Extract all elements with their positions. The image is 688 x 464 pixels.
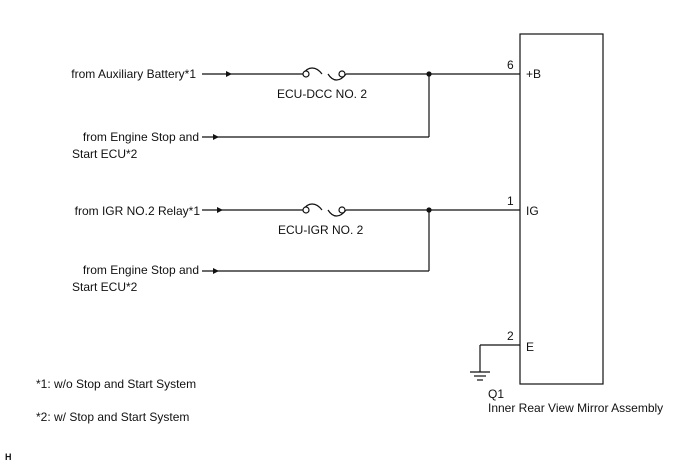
pin-name-e: E — [526, 340, 535, 354]
pin-number-2: 2 — [507, 329, 514, 343]
corner-mark: H — [5, 452, 12, 462]
arrow-icon — [213, 268, 219, 274]
arrow-icon — [217, 207, 223, 213]
note-2: *2: w/ Stop and Start System — [36, 410, 190, 424]
source-igr-relay: from IGR NO.2 Relay*1 — [74, 204, 200, 218]
note-1: *1: w/o Stop and Start System — [36, 377, 197, 391]
fuse-label-igr: ECU-IGR NO. 2 — [278, 223, 364, 237]
junction-dot — [426, 71, 432, 77]
source-engine-stop-ecu-2: from Engine Stop and — [83, 263, 199, 277]
arrow-icon — [213, 134, 219, 140]
component-code: Q1 — [488, 387, 505, 401]
arrow-heads — [213, 71, 232, 274]
pin-name-ig: IG — [526, 204, 539, 218]
arrow-icon — [226, 71, 232, 77]
source-engine-stop-2-line2: Start ECU*2 — [72, 280, 138, 294]
source-engine-stop-1-line1: from Engine Stop and — [82, 130, 199, 144]
source-engine-stop-1-line2: Start ECU*2 — [72, 147, 138, 161]
source-engine-stop-2-line1: from Engine Stop and — [82, 263, 199, 277]
junction-dot — [426, 207, 432, 213]
component-box — [519, 33, 604, 385]
fuse-label-dcc: ECU-DCC NO. 2 — [277, 87, 368, 101]
component-name: Inner Rear View Mirror Assembly — [488, 401, 664, 415]
pin-number-1: 1 — [507, 194, 514, 208]
pin-number-6: 6 — [507, 58, 514, 72]
source-aux-battery: from Auxiliary Battery*1 — [71, 67, 196, 81]
pin-name-b: +B — [526, 67, 542, 81]
source-engine-stop-ecu-1: from Engine Stop and — [83, 130, 199, 144]
